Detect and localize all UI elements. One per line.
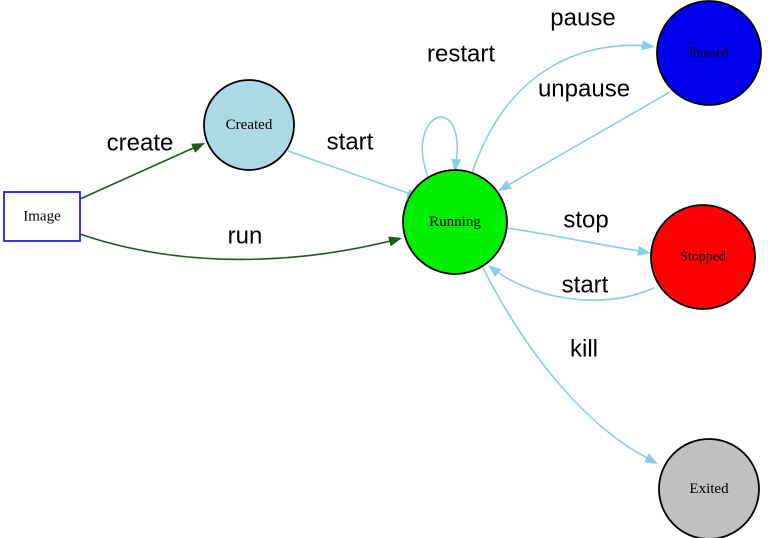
edge-label-run: run bbox=[228, 223, 263, 250]
node-shape-running[interactable] bbox=[402, 169, 508, 275]
node-exited[interactable]: Exited bbox=[658, 438, 760, 538]
edge-path-run bbox=[79, 233, 399, 261]
node-shape-exited[interactable] bbox=[658, 438, 760, 538]
edge-start-stopped bbox=[488, 265, 655, 301]
node-stopped[interactable]: Stopped bbox=[650, 204, 756, 310]
edge-path-unpause bbox=[502, 91, 671, 189]
edge-label-unpause: unpause bbox=[538, 76, 630, 103]
node-label-exited: Exited bbox=[689, 481, 729, 497]
edge-path-kill bbox=[482, 267, 654, 462]
edge-label-start-stopped: start bbox=[562, 272, 609, 299]
node-label-created: Created bbox=[226, 117, 273, 133]
edge-label-kill: kill bbox=[570, 336, 598, 363]
edge-kill bbox=[482, 267, 658, 464]
edge-path-start-created bbox=[287, 150, 417, 197]
edge-stop bbox=[506, 227, 651, 256]
edge-labels-layer: create run start restart pause unpause stop sta… bbox=[107, 5, 630, 363]
node-shape-image[interactable] bbox=[3, 191, 81, 242]
arrowhead-restart bbox=[451, 158, 462, 172]
node-shape-created[interactable] bbox=[203, 79, 295, 171]
node-created[interactable]: Created bbox=[203, 79, 295, 171]
arrowhead-stop bbox=[637, 246, 651, 256]
arrowhead-unpause bbox=[498, 180, 512, 191]
node-label-running: Running bbox=[429, 214, 481, 230]
edge-path-start-stopped bbox=[491, 267, 655, 301]
edge-path-stop bbox=[506, 227, 647, 253]
edge-label-create: create bbox=[107, 130, 174, 157]
node-running[interactable]: Running bbox=[402, 169, 508, 275]
edge-label-start-created: start bbox=[327, 129, 374, 156]
arrowhead-create bbox=[191, 143, 205, 153]
edge-label-stop: stop bbox=[563, 207, 608, 234]
arrowhead-kill bbox=[644, 453, 658, 464]
edge-label-pause: pause bbox=[550, 5, 615, 32]
edge-label-restart: restart bbox=[427, 41, 495, 68]
node-label-paused: Paused bbox=[689, 46, 729, 61]
node-shape-stopped[interactable] bbox=[650, 204, 756, 310]
edge-pause bbox=[471, 40, 655, 174]
edges-layer bbox=[79, 40, 671, 464]
edge-restart bbox=[421, 116, 462, 178]
edge-path-create bbox=[79, 144, 201, 200]
node-paused[interactable]: Paused bbox=[656, 0, 762, 106]
node-image[interactable]: Image bbox=[3, 191, 81, 242]
arrowhead-run bbox=[388, 236, 402, 247]
edge-start-created bbox=[287, 150, 420, 199]
node-label-stopped: Stopped bbox=[680, 250, 726, 265]
arrowhead-start-stopped bbox=[488, 265, 502, 277]
edge-path-restart bbox=[421, 116, 458, 178]
node-shape-paused[interactable] bbox=[656, 0, 762, 106]
node-label-image: Image bbox=[23, 209, 61, 225]
edge-unpause bbox=[498, 91, 671, 191]
edge-path-pause bbox=[471, 44, 651, 174]
edge-create bbox=[79, 143, 205, 200]
edge-run bbox=[79, 233, 402, 261]
arrowhead-pause bbox=[641, 40, 655, 51]
